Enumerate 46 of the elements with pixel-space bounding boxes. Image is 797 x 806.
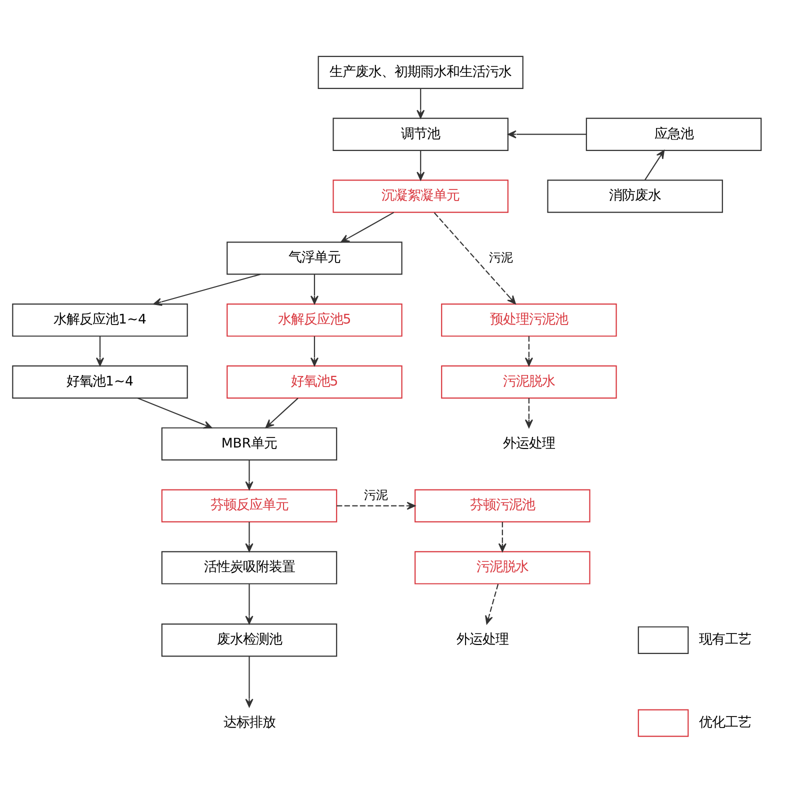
node-box: 气浮单元 xyxy=(226,242,402,275)
node-box: 好氧池1~4 xyxy=(12,365,188,399)
node-box: 污泥脱水 xyxy=(441,365,617,399)
node-box: MBR单元 xyxy=(161,427,338,460)
arrow xyxy=(336,502,416,510)
node-box: 应急池 xyxy=(586,118,762,151)
node-box: 调节池 xyxy=(332,118,508,151)
arrow xyxy=(310,336,319,366)
node-text: 外运处理 xyxy=(456,632,509,648)
arrow xyxy=(524,398,533,428)
node-box: 预处理污泥池 xyxy=(441,304,617,337)
arrow xyxy=(340,212,394,243)
edge-label: 污泥 xyxy=(364,488,388,502)
arrow xyxy=(644,150,665,180)
arrow xyxy=(485,584,499,624)
arrow xyxy=(265,398,298,428)
node-box: 生产废水、初期雨水和生活污水 xyxy=(318,56,524,90)
node-box: 水解反应池5 xyxy=(226,304,402,337)
arrow xyxy=(524,336,533,366)
node-box: 芬顿污泥池 xyxy=(414,489,590,522)
node-box: 废水检测池 xyxy=(161,624,338,657)
arrow xyxy=(137,398,212,429)
arrow xyxy=(416,88,425,119)
node-box: 芬顿反应单元 xyxy=(161,489,338,522)
edge-label: 污泥 xyxy=(488,250,513,264)
legend-label: 现有工艺 xyxy=(699,632,752,648)
legend-label: 优化工艺 xyxy=(699,715,752,730)
arrow xyxy=(416,150,425,180)
arrow xyxy=(245,584,254,624)
node-box: 活性炭吸附装置 xyxy=(161,551,338,584)
arrow xyxy=(245,522,254,552)
arrow xyxy=(434,212,516,304)
arrow xyxy=(310,274,319,304)
arrow xyxy=(508,130,586,138)
node-box: 水解反应池1~4 xyxy=(12,304,188,337)
node-box: 沉凝絮凝单元 xyxy=(332,180,508,213)
node-box: 污泥脱水 xyxy=(414,551,590,584)
node-text: 外运处理 xyxy=(502,436,555,452)
arrow xyxy=(96,336,104,366)
arrow xyxy=(153,274,261,306)
node-text: 达标排放 xyxy=(223,715,276,730)
node-box: 消防废水 xyxy=(547,180,723,213)
arrow xyxy=(245,656,254,708)
node-box: 好氧池5 xyxy=(226,365,402,399)
arrow xyxy=(498,522,506,552)
arrow xyxy=(245,460,254,490)
